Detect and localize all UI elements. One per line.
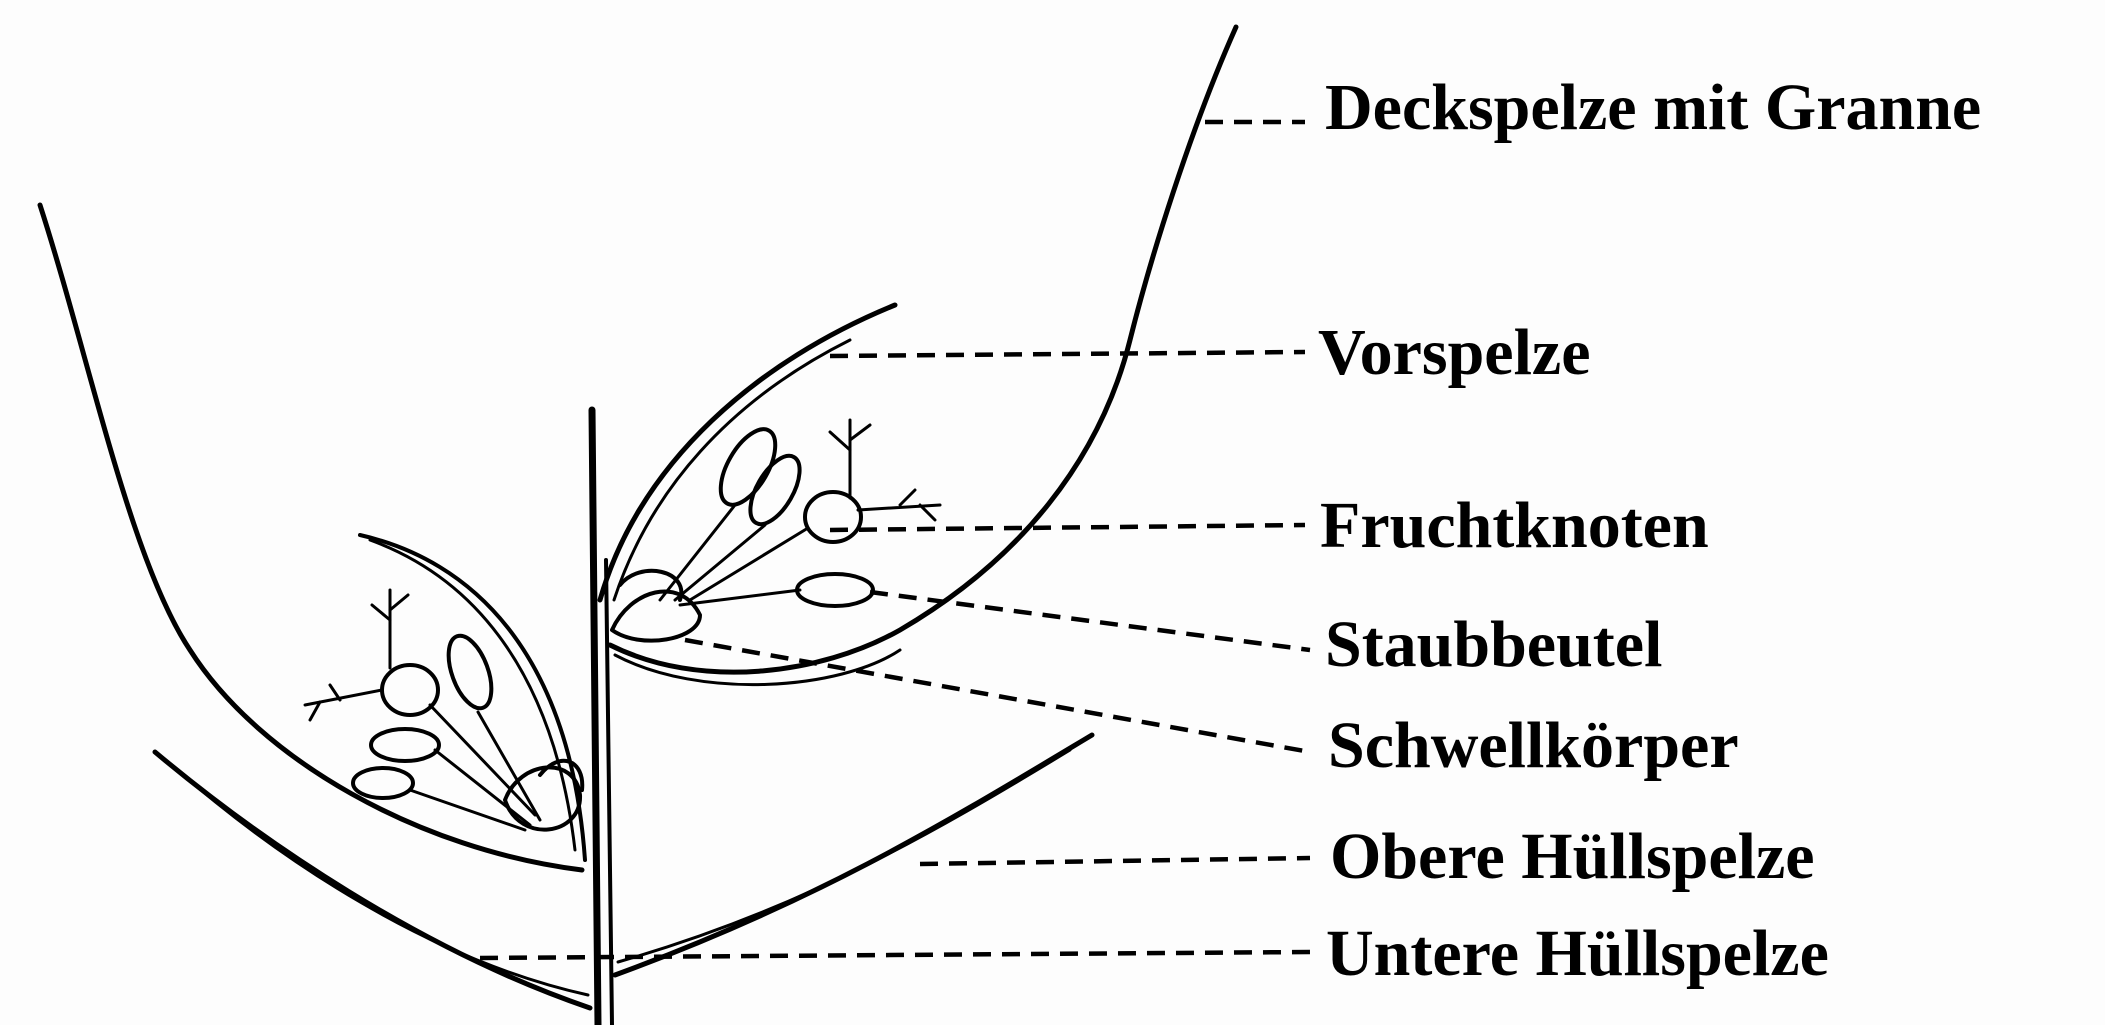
label-obere-huellspelze: Obere Hüllspelze: [1330, 824, 1815, 890]
leader-fruchtknoten: [830, 525, 1305, 530]
label-fruchtknoten: Fruchtknoten: [1320, 493, 1709, 559]
label-vorspelze: Vorspelze: [1318, 320, 1591, 386]
label-staubbeutel: Staubbeutel: [1325, 612, 1662, 678]
upper-floret-anthers: [660, 421, 873, 606]
lower-glume: [155, 752, 590, 1008]
upper-glume: [615, 735, 1092, 975]
lower-lemma: [40, 205, 585, 870]
upper-floret-ovary: [690, 420, 940, 600]
leader-untere-huellspelze: [480, 952, 1310, 958]
leader-schwellkoerper: [685, 640, 1310, 752]
leader-obere-huellspelze: [920, 858, 1310, 864]
leader-vorspelze: [830, 352, 1305, 356]
rachilla-axis: [592, 410, 612, 1025]
upper-floret-lodicules: [612, 571, 700, 641]
lower-floret-anthers: [353, 630, 540, 830]
leader-staubbeutel: [870, 592, 1310, 650]
label-schwellkoerper: Schwellkörper: [1328, 713, 1739, 779]
label-untere-huellspelze: Untere Hüllspelze: [1326, 921, 1829, 987]
lower-floret-ovary: [305, 590, 535, 815]
leader-lines: [480, 122, 1310, 958]
label-deckspelze-mit-granne: Deckspelze mit Granne: [1325, 75, 1981, 141]
